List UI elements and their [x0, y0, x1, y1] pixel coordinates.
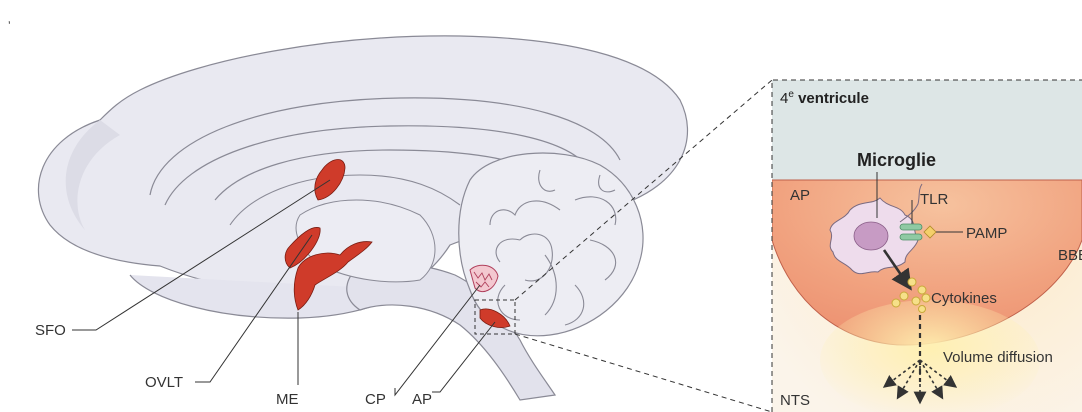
label-tlr: TLR	[920, 191, 949, 208]
label-bbb: BBB	[1058, 247, 1082, 264]
label-ap-inset: AP	[790, 187, 810, 204]
brain-sagittal-section	[38, 36, 687, 400]
label-cytokines: Cytokines	[931, 290, 997, 307]
label-cp: CP	[365, 391, 386, 408]
label-fourth-ventricle: 4e ventricule	[780, 89, 869, 107]
label-ap: AP	[412, 391, 432, 408]
inset-panel: 4e ventricule Microglie AP TLR PAMP BBB …	[772, 80, 1082, 412]
label-ovlt: OVLT	[145, 374, 183, 391]
label-sfo: SFO	[35, 322, 66, 339]
microglia-nucleus	[854, 222, 888, 250]
label-microglia: Microglie	[857, 150, 936, 170]
label-pamp: PAMP	[966, 225, 1007, 242]
label-nts: NTS	[780, 392, 810, 409]
label-me: ME	[276, 391, 299, 408]
cerebellum	[459, 153, 643, 336]
corner-mark: ʼ	[8, 19, 11, 33]
label-volume-diffusion: Volume diffusion	[943, 349, 1053, 366]
